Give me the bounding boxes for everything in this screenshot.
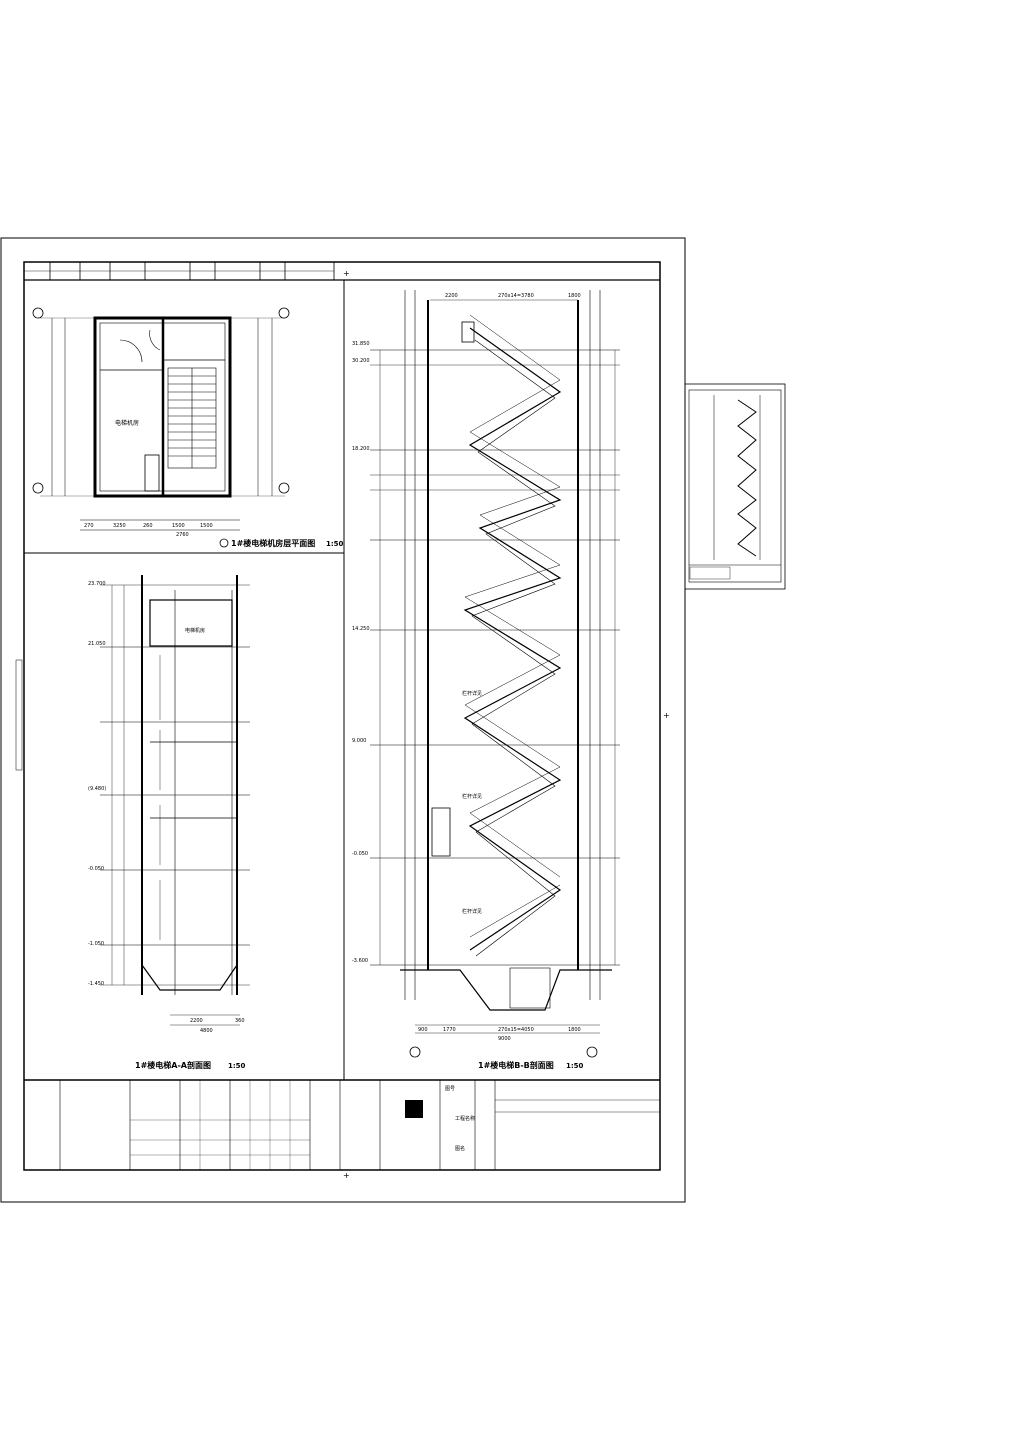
section-a-view [100, 575, 250, 1026]
stair-flight-profile [463, 327, 562, 951]
axis-bubble [586, 1046, 598, 1058]
section-b-top-dim: 1800 [568, 293, 581, 299]
plan-room-label: 电梯机房 [115, 419, 139, 427]
svg-text:+: + [343, 269, 350, 278]
view-title-bubble [219, 538, 229, 548]
section-b-scale: 1:50 [566, 1062, 584, 1070]
section-b-callout: 栏杆详见 [462, 690, 482, 697]
section-b-level: 9.000 [352, 738, 366, 744]
section-a-dim: 360 [235, 1018, 245, 1024]
revision-strip [23, 261, 335, 281]
section-b-level: -0.050 [352, 851, 368, 857]
axis-bubble [278, 307, 290, 319]
plan-dim-label: 2760 [176, 532, 189, 538]
plan-dim-label: 260 [143, 523, 153, 529]
section-b-level: 30.200 [352, 358, 370, 364]
section-a-level: -1.050 [88, 941, 104, 947]
section-a-title: 1#楼电梯A-A剖面图 [135, 1060, 211, 1070]
title-block-stamp: 图号 [445, 1086, 455, 1092]
title-block [24, 1079, 660, 1170]
section-b-level: 18.200 [352, 446, 370, 452]
stair-railings [464, 314, 561, 938]
section-b-top-dim: 2200 [445, 293, 458, 299]
section-a-scale: 1:50 [228, 1062, 246, 1070]
section-a-level: 21.050 [88, 641, 106, 647]
svg-text:+: + [663, 711, 670, 720]
sheet-border-outer [0, 237, 686, 1203]
section-b-total-dim: 9000 [498, 1036, 511, 1042]
section-b-level: -3.600 [352, 958, 368, 964]
section-a-level: -1.450 [88, 981, 104, 987]
section-a-level: (9.480) [88, 786, 106, 792]
axis-bubble [278, 482, 290, 494]
section-b-bottom-dim: 1770 [443, 1027, 456, 1033]
axis-bubble [32, 482, 44, 494]
plan-dim-label: 1500 [172, 523, 185, 529]
plan-dim-label: 3250 [113, 523, 126, 529]
plan-dim-label: 270 [84, 523, 94, 529]
plan-dim-label: 1500 [200, 523, 213, 529]
plan-view-scale: 1:50 [326, 540, 344, 548]
section-a-dim: 4800 [200, 1028, 213, 1034]
section-b-bottom-dim: 900 [418, 1027, 428, 1033]
section-b-bottom-dim: 270x15=4050 [498, 1027, 534, 1033]
section-a-machine-room: 电梯机房 [185, 627, 205, 634]
section-b-callout: 栏杆详见 [462, 793, 482, 800]
section-a-dim: 2200 [190, 1018, 203, 1024]
axis-bubble [32, 307, 44, 319]
inset-sheet-thumbnail [684, 383, 786, 590]
plan-view [40, 316, 285, 531]
sheet-border-inner [23, 261, 661, 1171]
section-b-top-dim: 270x14=3780 [498, 293, 534, 299]
section-b-level: 14.250 [352, 626, 370, 632]
plan-stair-treads [167, 367, 217, 469]
section-b-callout: 栏杆详见 [462, 908, 482, 915]
svg-text:+: + [343, 1171, 350, 1180]
section-b-level: 31.850 [352, 341, 370, 347]
section-b-title: 1#楼电梯B-B剖面图 [478, 1060, 554, 1070]
section-a-level: 23.700 [88, 581, 106, 587]
plan-view-title: 1#楼电梯机房层平面图 [231, 538, 315, 548]
section-b-view [370, 290, 620, 1034]
section-b-bottom-dim: 1800 [568, 1027, 581, 1033]
section-a-level: -0.050 [88, 866, 104, 872]
title-block-drawing: 图名 [455, 1145, 465, 1152]
title-block-project: 工程名称 [455, 1115, 475, 1122]
company-logo [405, 1100, 423, 1118]
axis-bubble [409, 1046, 421, 1058]
